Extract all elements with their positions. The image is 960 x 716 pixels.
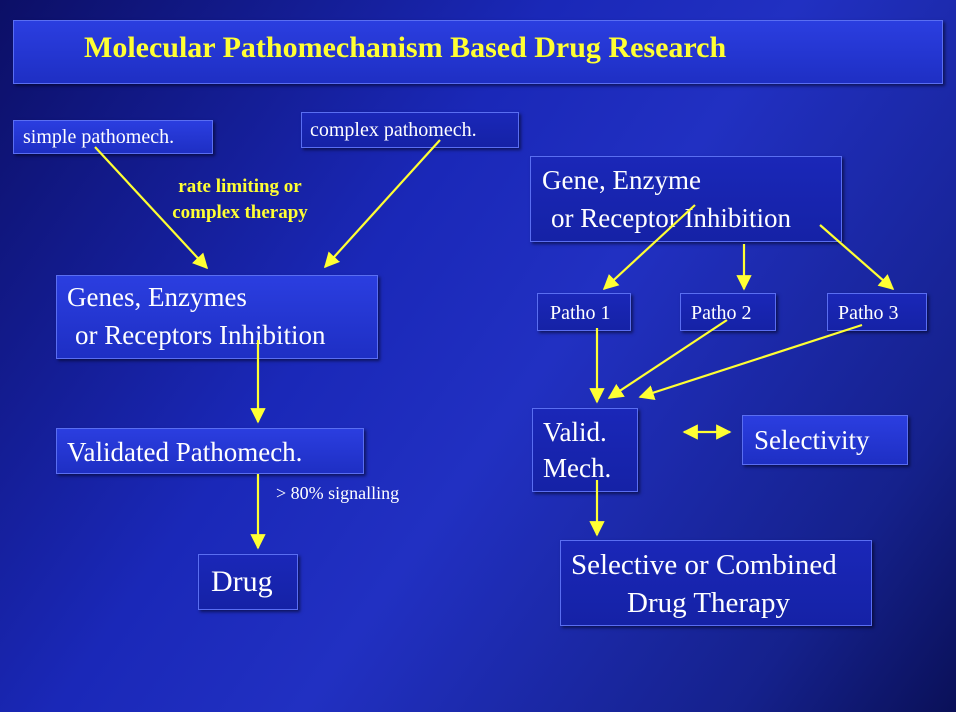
gene-enzyme-line2: or Receptor Inhibition [551,203,791,233]
signalling-note: > 80% signalling [276,483,400,503]
gene-enzyme-line1: Gene, Enzyme [542,165,701,195]
arrow-complex-to-genes [323,139,441,269]
genes-enzymes-box: Genes, Enzymes or Receptors Inhibition [56,275,378,359]
selective-therapy-line2: Drug Therapy [627,587,790,619]
valid-mech-line1: Valid. [543,417,607,447]
rate-limiting-line1: rate limiting or [178,176,302,197]
complex-pathomech-box: complex pathomech. [301,112,519,148]
drug-box: Drug [198,554,298,610]
patho-1-box: Patho 1 [537,293,631,331]
selectivity-box: Selectivity [742,415,908,465]
simple-pathomech-box: simple pathomech. [13,120,213,154]
patho-2-box: Patho 2 [680,293,776,331]
valid-mech-line2: Mech. [543,453,612,483]
valid-mech-box: Valid. Mech. [532,408,638,492]
patho-1-label: Patho 1 [550,302,611,324]
rate-limiting-line2: complex therapy [172,202,308,223]
selective-therapy-line1: Selective or Combined [571,549,837,581]
selective-therapy-box: Selective or Combined Drug Therapy [560,540,872,626]
arrow-patho3-to-valid [638,323,863,401]
rate-limiting-note: rate limiting or complex therapy [140,174,340,226]
gene-enzyme-box: Gene, Enzyme or Receptor Inhibition [530,156,842,242]
simple-pathomech-label: simple pathomech. [23,126,175,148]
validated-pathomech-label: Validated Pathomech. [67,437,303,467]
validated-pathomech-box: Validated Pathomech. [56,428,364,474]
genes-enzymes-line2: or Receptors Inhibition [75,320,326,350]
complex-pathomech-label: complex pathomech. [310,119,477,141]
patho-2-label: Patho 2 [691,302,752,324]
patho-3-label: Patho 3 [838,302,899,324]
patho-3-box: Patho 3 [827,293,927,331]
arrow-patho2-to-valid [607,319,728,399]
drug-label: Drug [211,565,273,598]
title-box: Molecular Pathomechanism Based Drug Rese… [13,20,943,84]
slide-title: Molecular Pathomechanism Based Drug Rese… [84,31,727,64]
selectivity-label: Selectivity [754,425,870,455]
genes-enzymes-line1: Genes, Enzymes [67,282,247,312]
